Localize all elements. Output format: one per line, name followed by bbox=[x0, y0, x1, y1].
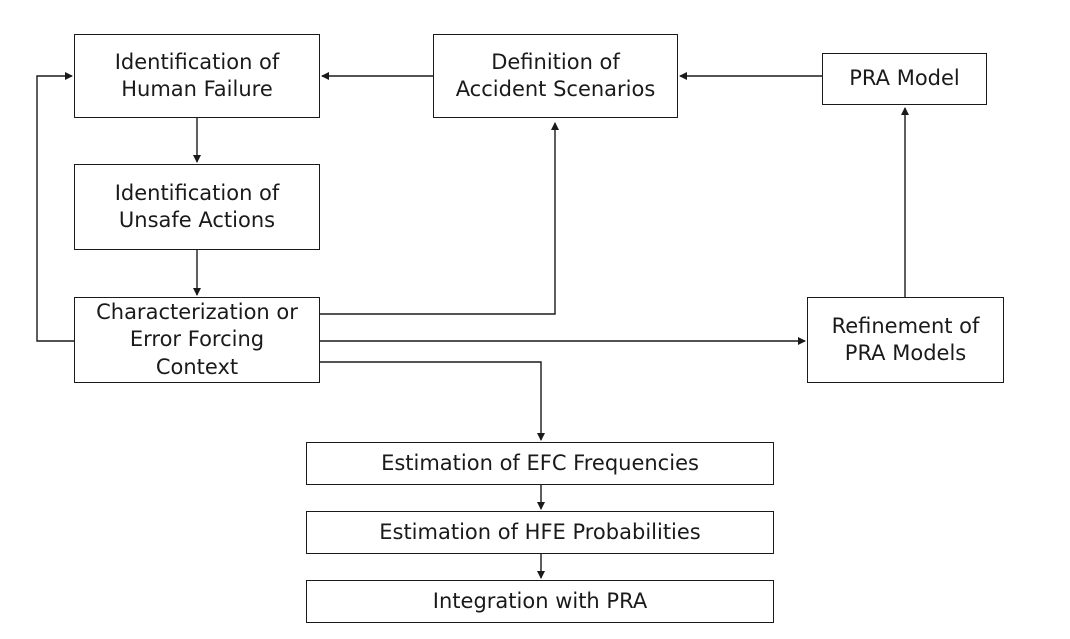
node-estimation-of-hfe-probabilities: Estimation of HFE Probabilities bbox=[306, 511, 774, 554]
arrow-efc-context-to-accident-scenarios bbox=[320, 122, 559, 315]
node-characterization-of-error-forcing-context: Characterization or Error Forcing Contex… bbox=[74, 297, 320, 383]
node-identification-of-human-failure: Identification of Human Failure bbox=[74, 34, 320, 118]
node-identification-of-unsafe-actions: Identification of Unsafe Actions bbox=[74, 164, 320, 250]
node-pra-model: PRA Model bbox=[822, 53, 987, 105]
node-refinement-of-pra-models: Refinement of PRA Models bbox=[807, 297, 1004, 383]
node-integration-with-pra: Integration with PRA bbox=[306, 580, 774, 623]
arrow-efc-context-to-efc-frequencies bbox=[320, 361, 545, 441]
arrow-efc-context-to-human-failure bbox=[36, 72, 74, 342]
node-estimation-of-efc-frequencies: Estimation of EFC Frequencies bbox=[306, 442, 774, 485]
node-definition-of-accident-scenarios: Definition of Accident Scenarios bbox=[433, 34, 678, 118]
